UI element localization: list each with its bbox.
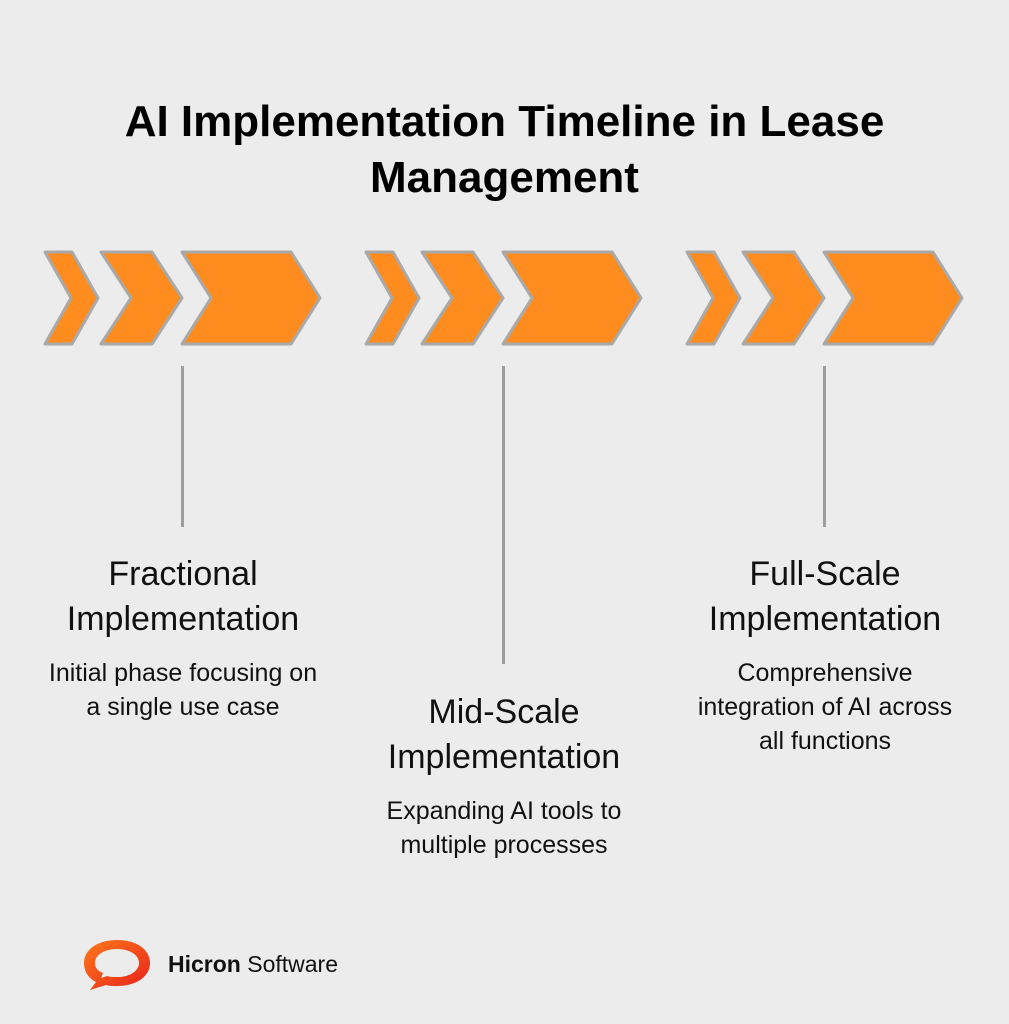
connector-line-fractional xyxy=(181,366,184,527)
chevron-small xyxy=(685,250,742,346)
phase-description: Comprehensive integration of AI across a… xyxy=(697,659,953,755)
brand-name-bold: Hicron xyxy=(168,951,241,977)
phase-title: Full-Scale Implementation xyxy=(708,555,942,638)
phase-mid-scale: Mid-Scale Implementation Expanding AI to… xyxy=(344,690,664,862)
chevron-large xyxy=(822,250,964,346)
speech-bubble-ring-icon xyxy=(84,940,150,990)
phase-title: Mid-Scale Implementation xyxy=(387,693,621,776)
chevron-group-mid-scale xyxy=(364,250,643,346)
phase-full-scale: Full-Scale Implementation Comprehensive … xyxy=(665,552,985,758)
chevron-small xyxy=(364,250,421,346)
phase-description: Initial phase focusing on a single use c… xyxy=(48,659,318,721)
chevron-medium xyxy=(99,250,184,346)
chevron-group-fractional xyxy=(43,250,322,346)
chevron-group-full-scale xyxy=(685,250,964,346)
chevron-small xyxy=(43,250,100,346)
brand-name-regular: Software xyxy=(247,951,338,977)
phase-title: Fractional Implementation xyxy=(66,555,300,638)
chevron-medium xyxy=(420,250,505,346)
phase-description: Expanding AI tools to multiple processes xyxy=(386,797,622,859)
connector-line-full-scale xyxy=(823,366,826,527)
connector-line-mid-scale xyxy=(502,366,505,664)
chevron-large xyxy=(180,250,322,346)
diagram-title: AI Implementation Timeline in Lease Mana… xyxy=(124,97,885,202)
phase-fractional: Fractional Implementation Initial phase … xyxy=(23,552,343,724)
chevron-medium xyxy=(741,250,826,346)
brand-name: Hicron Software xyxy=(168,950,338,978)
chevron-large xyxy=(501,250,643,346)
